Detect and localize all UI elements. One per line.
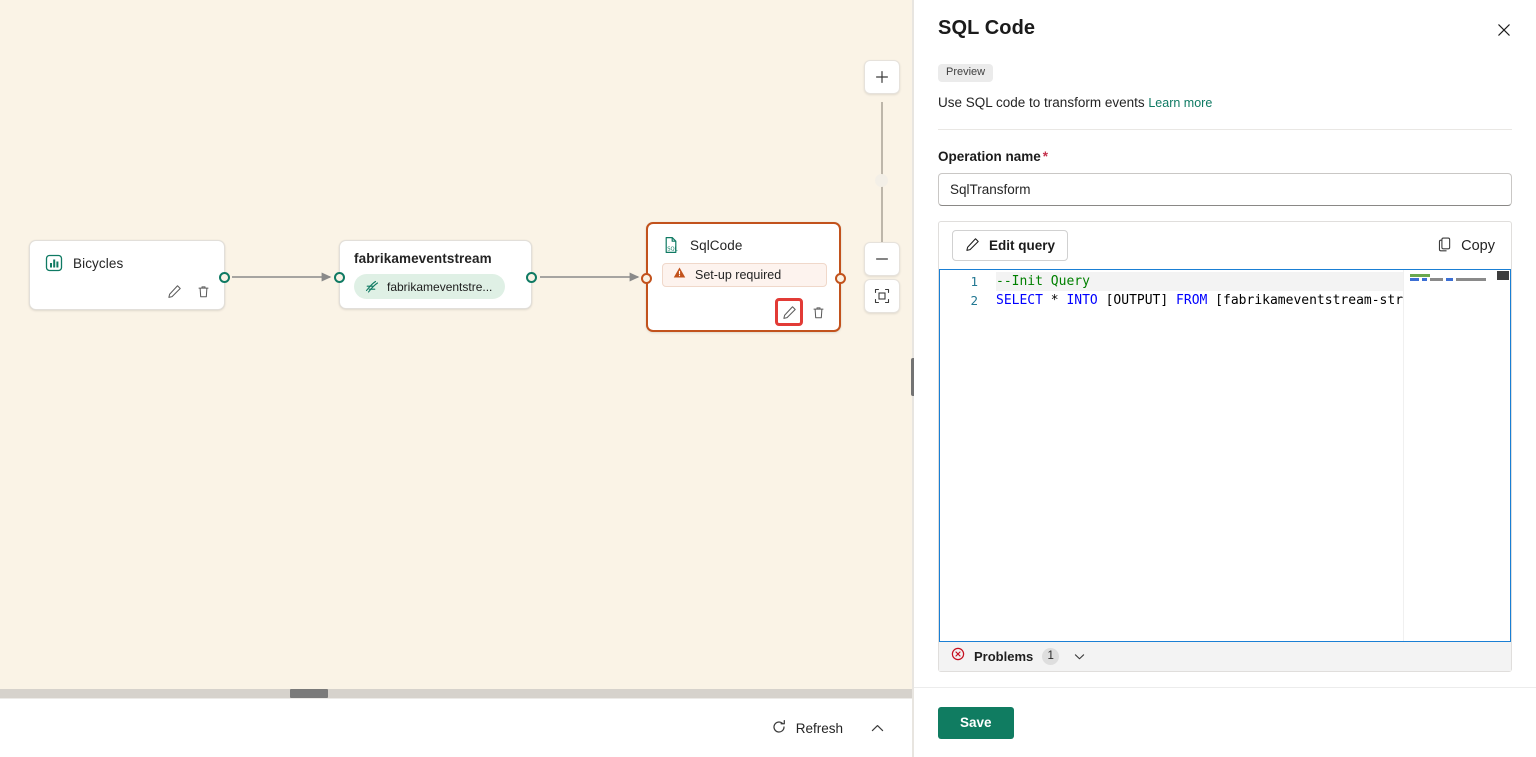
code-token: [OUTPUT] <box>1097 293 1177 308</box>
setup-required-badge: Set-up required <box>662 263 827 287</box>
code-token: * <box>1050 293 1059 308</box>
operation-name-label: Operation name* <box>938 149 1512 164</box>
code-line: SELECT * INTO [OUTPUT] FROM [fabrikameve… <box>996 291 1434 310</box>
zoom-slider-track[interactable] <box>881 102 883 242</box>
scrollbar-thumb[interactable] <box>1497 271 1509 280</box>
setup-required-label: Set-up required <box>695 268 782 282</box>
connector-edges <box>232 272 640 282</box>
zoom-in-button[interactable] <box>864 60 900 94</box>
preview-badge: Preview <box>938 64 994 82</box>
canvas-node-fabrikameventstream[interactable]: fabrikameventstream fabrikameventstre... <box>334 240 537 309</box>
fit-to-screen-icon[interactable] <box>864 279 900 313</box>
problems-count-badge: 1 <box>1042 648 1060 665</box>
eventstream-pill-label: fabrikameventstre... <box>387 279 493 294</box>
panel-description: Use SQL code to transform events Learn m… <box>938 95 1512 110</box>
delete-node-icon[interactable] <box>192 280 214 302</box>
edit-query-button[interactable]: Edit query <box>952 230 1069 261</box>
panel-footer: Save <box>914 687 1536 757</box>
edit-query-label: Edit query <box>989 238 1056 253</box>
zoom-slider-handle[interactable] <box>875 174 888 187</box>
sql-code-editor[interactable]: 1 2 --Init Query SELECT * INTO [OUTPUT] … <box>939 269 1511 642</box>
node-input-port[interactable] <box>641 273 652 284</box>
operation-name-label-text: Operation name <box>938 149 1041 164</box>
refresh-icon <box>771 719 787 738</box>
warning-triangle-icon <box>673 266 686 284</box>
edit-node-icon[interactable] <box>163 280 185 302</box>
canvas-horizontal-scrollbar[interactable] <box>0 689 912 698</box>
canvas-node-sqlcode[interactable]: SQL SqlCode Set-up required <box>641 222 846 332</box>
node-title-label: SqlCode <box>690 237 743 253</box>
problems-bar[interactable]: Problems 1 <box>939 642 1511 671</box>
editor-vertical-scrollbar[interactable] <box>1496 270 1510 641</box>
refresh-button[interactable]: Refresh <box>767 715 847 742</box>
chevron-down-icon[interactable] <box>1072 649 1087 664</box>
eventstream-source-pill[interactable]: fabrikameventstre... <box>354 274 506 299</box>
code-token: SELECT <box>996 293 1043 308</box>
panel-body: Operation name* Edit query <box>914 149 1536 672</box>
copy-icon <box>1437 236 1454 256</box>
error-circle-icon <box>951 647 965 666</box>
line-number: 2 <box>970 293 978 308</box>
divider <box>938 129 1512 130</box>
refresh-label: Refresh <box>795 720 843 736</box>
close-icon[interactable] <box>1490 16 1518 44</box>
node-action-bar <box>775 298 829 326</box>
node-header: fabrikameventstream <box>340 241 531 266</box>
editor-minimap[interactable] <box>1403 270 1496 641</box>
node-output-port[interactable] <box>526 272 537 283</box>
code-token <box>1043 293 1051 308</box>
query-editor: Edit query Copy 1 <box>938 221 1512 672</box>
learn-more-link[interactable]: Learn more <box>1148 96 1213 110</box>
code-token: FROM <box>1176 293 1208 308</box>
node-header: SQL SqlCode <box>648 224 839 255</box>
edit-node-icon[interactable] <box>775 298 803 326</box>
node-title-label: Bicycles <box>73 255 124 271</box>
code-token: --Init Query <box>996 274 1090 289</box>
panel-subheader: Preview Use SQL code to transform events… <box>914 56 1536 130</box>
pencil-icon <box>965 237 980 255</box>
svg-text:SQL: SQL <box>667 246 677 252</box>
code-token: [fabrikameventstream-stream] <box>1207 293 1435 308</box>
editor-toolbar: Edit query Copy <box>939 222 1511 269</box>
eventstream-icon <box>364 279 380 295</box>
canvas-surface[interactable]: Bicycles <box>0 0 912 757</box>
panel-resize-handle[interactable] <box>911 358 916 396</box>
node-output-port[interactable] <box>219 272 230 283</box>
code-token: INTO <box>1066 293 1098 308</box>
node-header: Bicycles <box>30 241 224 273</box>
node-input-port[interactable] <box>334 272 345 283</box>
node-action-bar <box>163 280 214 302</box>
required-indicator: * <box>1042 149 1049 164</box>
page-title: SQL Code <box>938 16 1036 39</box>
bar-chart-icon <box>44 253 64 273</box>
editor-line-numbers: 1 2 <box>940 270 986 641</box>
chevron-up-icon[interactable] <box>865 716 890 741</box>
delete-node-icon[interactable] <box>807 301 829 323</box>
editor-code-content[interactable]: --Init Query SELECT * INTO [OUTPUT] FROM… <box>996 270 1510 641</box>
eventstream-canvas[interactable]: Bicycles <box>0 0 912 757</box>
node-output-port[interactable] <box>835 273 846 284</box>
code-line: --Init Query <box>996 272 1510 291</box>
canvas-bottom-bar: Refresh <box>0 698 912 757</box>
panel-description-text: Use SQL code to transform events <box>938 95 1145 110</box>
operation-name-input[interactable] <box>938 173 1512 206</box>
sql-document-icon: SQL <box>661 235 681 255</box>
panel-header: SQL Code <box>914 0 1536 56</box>
canvas-node-bicycles[interactable]: Bicycles <box>29 240 230 310</box>
copy-button[interactable]: Copy <box>1435 231 1497 261</box>
line-number: 1 <box>970 274 978 289</box>
zoom-out-button[interactable] <box>864 242 900 276</box>
node-title-label: fabrikameventstream <box>354 251 492 266</box>
scrollbar-thumb[interactable] <box>290 689 328 698</box>
sql-code-panel: SQL Code Preview Use SQL code to transfo… <box>914 0 1536 757</box>
problems-label: Problems <box>974 649 1034 664</box>
copy-label: Copy <box>1461 237 1495 254</box>
save-button[interactable]: Save <box>938 706 1014 739</box>
